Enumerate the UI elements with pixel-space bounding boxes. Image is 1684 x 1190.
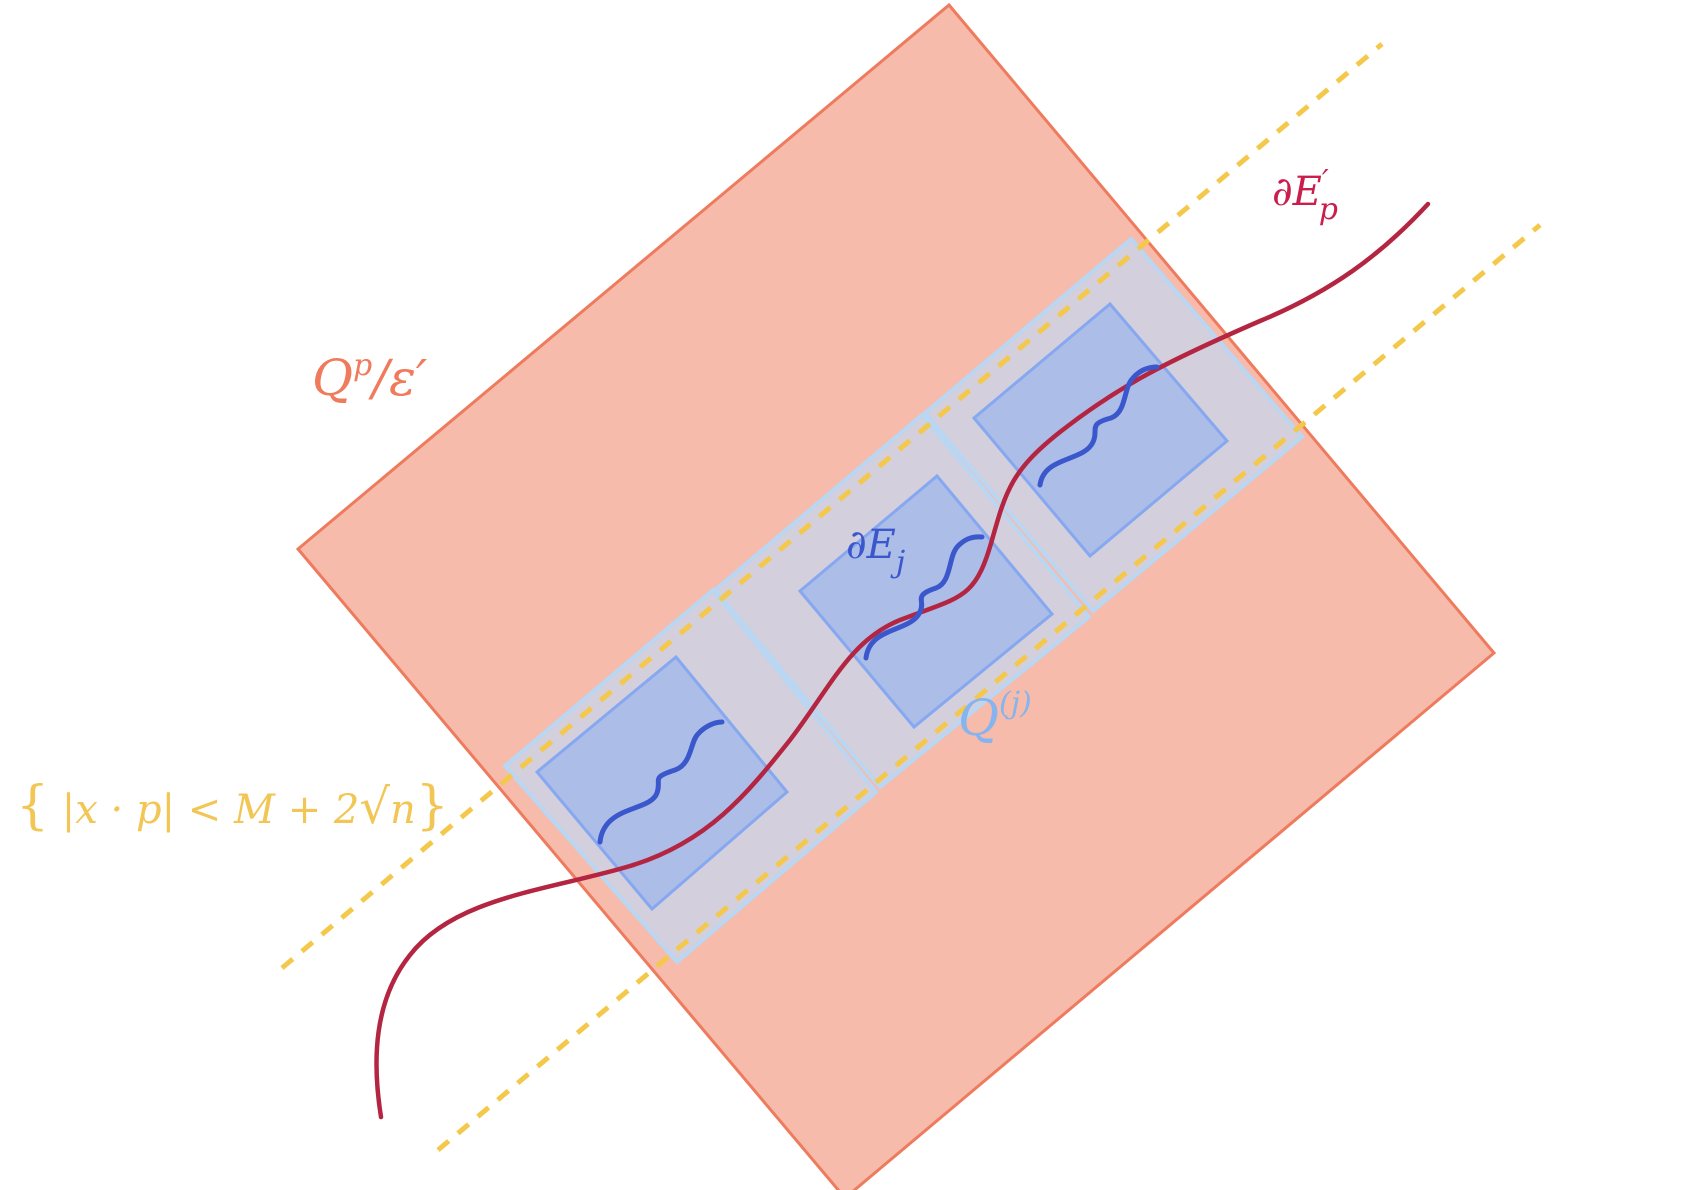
label-strip-radical: √ [359, 779, 390, 835]
label-boundary-global-prime: ′ [1322, 164, 1329, 199]
label-boundary-global: ∂E′p [1272, 164, 1338, 227]
label-outer-square-main: Q [312, 349, 353, 407]
label-boundary-global-sub: p [1319, 192, 1338, 227]
small-cube-2 [712, 412, 1092, 790]
label-strip-body: |x · p| < M + 2 [49, 787, 359, 833]
small-cube-2-inner [797, 473, 1055, 730]
label-strip-close: } [416, 776, 449, 836]
label-outer-square-rest: /ε′ [368, 349, 428, 407]
label-outer-square-sup: p [353, 348, 372, 383]
label-small-cube-sup: (j) [999, 686, 1032, 721]
label-strip-radicand: n [390, 787, 416, 833]
label-strip-open: { [16, 776, 49, 836]
strip-line-lower [436, 223, 1542, 1152]
label-outer-square: Qp/ε′ [312, 348, 428, 407]
strip-line-upper [280, 42, 1384, 970]
label-small-cube-main: Q [958, 689, 999, 747]
boundary-curve-global [374, 201, 1431, 1120]
boundary-curve-local-1 [597, 719, 725, 845]
label-small-cube: Q(j) [958, 686, 1032, 747]
label-boundary-local-main: ∂E [846, 522, 896, 568]
small-cube-1-inner [534, 654, 790, 912]
boundary-curve-local-2 [863, 534, 985, 661]
small-cube-1 [502, 587, 879, 965]
label-strip: { |x · p| < M + 2√n} [16, 776, 449, 836]
boundary-curve-local-3 [1037, 364, 1160, 488]
label-boundary-global-main: ∂E [1272, 169, 1322, 215]
